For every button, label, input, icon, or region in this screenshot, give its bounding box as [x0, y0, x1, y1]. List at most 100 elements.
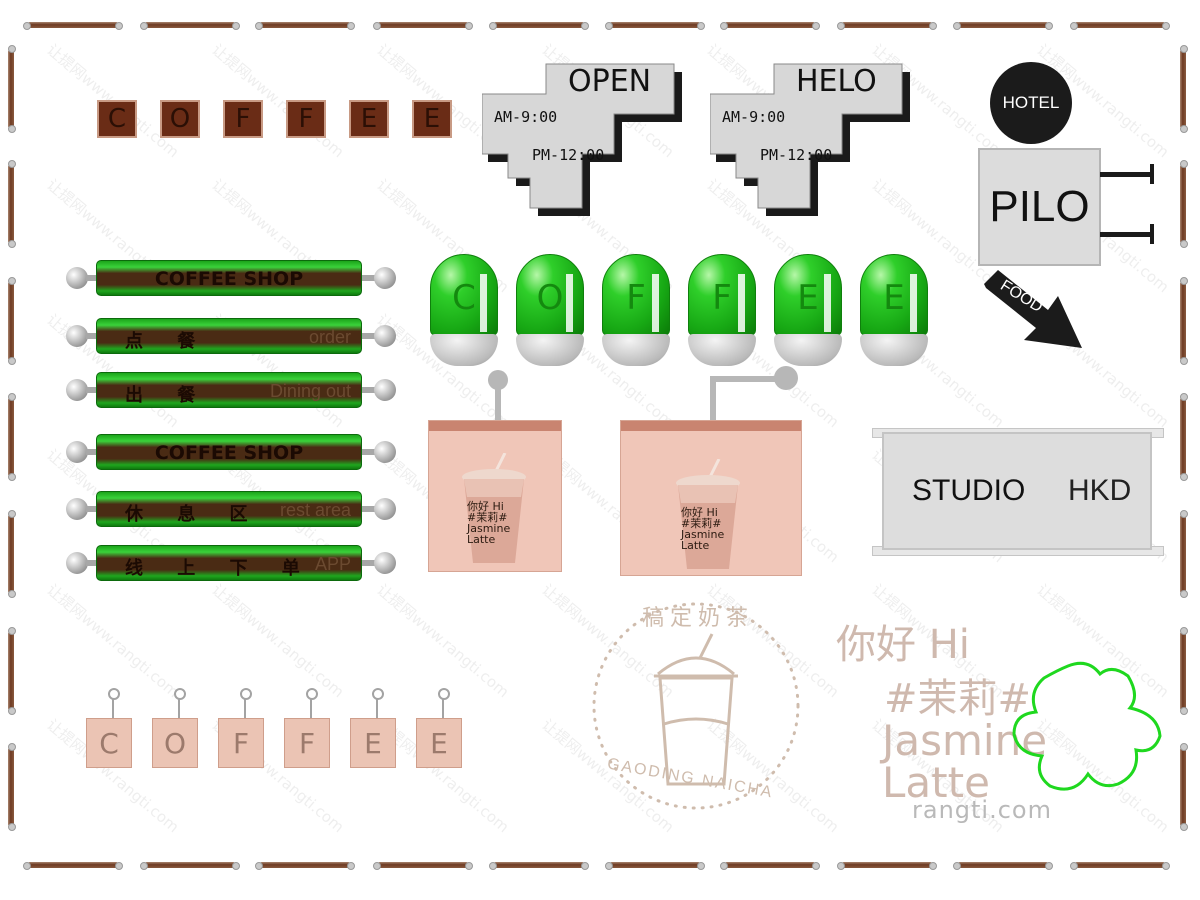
frame-bar: [605, 22, 705, 30]
tube-sign: 线 上 下 单 APP: [66, 543, 396, 583]
cube-hook: [438, 688, 450, 700]
frame-bar: [373, 862, 473, 870]
cup-print-line1: 你好 Hi: [467, 500, 504, 513]
sign-am-hours: AM-9:00: [722, 108, 786, 126]
tube-sign: 休 息 区 rest area: [66, 489, 396, 529]
hanging-cube: F: [218, 688, 264, 770]
capsule-light: C: [430, 254, 498, 366]
frame-bar: [8, 743, 16, 831]
brown-tile: C: [97, 100, 137, 138]
watermark-text: 让提网www.rangti.com: [208, 580, 348, 702]
tube-body: 线 上 下 单 APP: [96, 545, 362, 581]
frame-bar: [8, 393, 16, 481]
cube-hook: [174, 688, 186, 700]
capsule-base: [688, 334, 756, 366]
capsule-light: E: [860, 254, 928, 366]
frame-bar: [140, 862, 240, 870]
frame-bar: [489, 862, 589, 870]
tube-english-text: rest area: [279, 500, 351, 520]
tube-end-cap: [66, 441, 88, 463]
capsule-letter: F: [712, 278, 732, 318]
cube-letter: O: [152, 718, 198, 768]
frame-bar: [1180, 510, 1188, 598]
frame-bar: [23, 22, 123, 30]
tube-end-cap: [66, 498, 88, 520]
jasmine-line3: Jasmine: [882, 716, 1048, 765]
brown-tile: O: [160, 100, 200, 138]
cube-hook: [240, 688, 252, 700]
cup-print-line2: #茉莉#: [467, 511, 508, 524]
tube-sign: COFFEE SHOP: [66, 432, 396, 472]
capsule-light: F: [688, 254, 756, 366]
tube-body: 点 餐 order: [96, 318, 362, 354]
pink-lightbox: 你好 Hi #茉莉# Jasmine Latte: [428, 420, 562, 572]
cup-print-line1: 你好 Hi: [681, 506, 718, 519]
coffee-brown-tiles: C O F F E E: [97, 100, 452, 138]
tube-end-cap: [374, 325, 396, 347]
hanging-arm: [710, 376, 790, 382]
tube-end-cap: [66, 379, 88, 401]
capsule-highlight: [738, 274, 745, 332]
cup-print-line4: Latte: [467, 533, 496, 546]
brown-tile: E: [349, 100, 389, 138]
tube-english-text: APP: [314, 554, 351, 574]
cube-rod: [244, 698, 246, 718]
frame-bar: [1070, 22, 1170, 30]
hotel-round-sign: HOTEL: [990, 62, 1072, 144]
capsule-letter: E: [797, 278, 819, 318]
cup-print-line3: Jasmine: [467, 522, 511, 535]
capsule-light: O: [516, 254, 584, 366]
rod-mount: [488, 370, 508, 390]
tube-stub: [86, 506, 100, 512]
tube-stub: [362, 387, 376, 393]
frame-bar: [8, 627, 16, 715]
frame-bar: [837, 862, 937, 870]
frame-bar: [605, 862, 705, 870]
food-arrow-icon: [984, 270, 1082, 348]
frame-bar: [373, 22, 473, 30]
capsule-letter: C: [452, 278, 476, 318]
studio-sub-text: HKD: [1068, 474, 1132, 507]
cup-print-line2: #茉莉#: [681, 517, 722, 530]
studio-sign: STUDIO HKD: [882, 432, 1152, 550]
capsule-light: F: [602, 254, 670, 366]
capsule-letter: O: [536, 278, 564, 318]
box-lid: [621, 421, 801, 431]
capsule-highlight: [824, 274, 831, 332]
tube-body: 休 息 区 rest area: [96, 491, 362, 527]
gaoding-stamp-logo: [592, 602, 800, 810]
cube-rod: [112, 698, 114, 718]
step-sign-shape: [482, 63, 682, 216]
hanging-cube: E: [416, 688, 462, 770]
sign-title: HELO: [796, 64, 877, 99]
tube-english-text: Dining out: [269, 381, 351, 401]
cup-print-line3: Jasmine: [681, 528, 725, 541]
sign-pm-hours: PM-12:00: [532, 146, 605, 164]
frame-bar: [1180, 277, 1188, 365]
brown-tile: E: [412, 100, 452, 138]
frame-bar: [8, 510, 16, 598]
cube-hook: [306, 688, 318, 700]
tube-stub: [362, 449, 376, 455]
wall-bracket: [1100, 224, 1154, 244]
frame-bar: [8, 277, 16, 365]
tube-chinese-text: 线 上 下 单: [125, 558, 314, 579]
rod-mount: [774, 366, 798, 390]
step-sign-shape: [710, 63, 910, 216]
open-hours-sign: OPEN AM-9:00 PM-12:00: [482, 62, 682, 222]
cup-icon: [676, 459, 740, 569]
capsule-letter: F: [626, 278, 646, 318]
capsule-highlight: [652, 274, 659, 332]
frame-bar: [837, 22, 937, 30]
tube-chinese-text: 出 餐: [125, 385, 210, 406]
capsule-highlight: [566, 274, 573, 332]
tube-stub: [86, 449, 100, 455]
frame-bar: [140, 22, 240, 30]
wall-bracket: [1100, 164, 1154, 184]
tube-center-text: COFFEE SHOP: [154, 442, 304, 464]
cube-letter: F: [284, 718, 330, 768]
capsule-highlight: [480, 274, 487, 332]
tube-sign: COFFEE SHOP: [66, 258, 396, 298]
frame-bar: [720, 862, 820, 870]
hanging-cube: E: [350, 688, 396, 770]
